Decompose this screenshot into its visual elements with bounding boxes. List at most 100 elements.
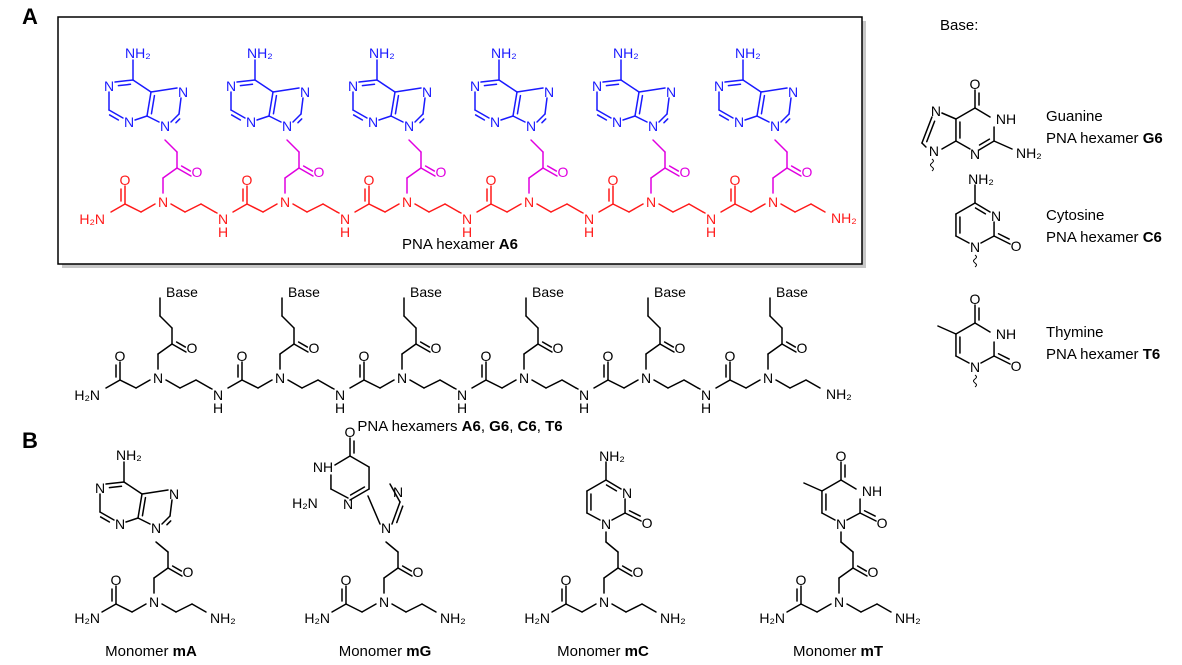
bond [720, 203, 736, 213]
cytosine-hexamer: PNA hexamer C6 [1046, 229, 1162, 246]
backbone-nitrogen: N [524, 194, 534, 210]
bond [531, 379, 547, 389]
bond [272, 87, 300, 93]
linker-oxygen: O [553, 340, 564, 356]
bond [780, 113, 790, 123]
bond [480, 79, 500, 83]
guanine-h2n: H₂N [292, 495, 318, 511]
bond [132, 79, 152, 93]
bond [697, 387, 701, 390]
guanine-hexamer: PNA hexamer G6 [1046, 130, 1163, 147]
bond [602, 79, 622, 83]
amide-nitrogen: N [457, 387, 467, 403]
monomer-amide-oxygen: O [111, 572, 122, 588]
adenine-n3: N [368, 114, 378, 130]
cytosine-name: Cytosine [1046, 207, 1104, 224]
bond [729, 379, 747, 389]
bond [257, 379, 273, 389]
bond [955, 202, 976, 215]
attachment-mark [929, 158, 934, 172]
generic-base-label: Base [288, 284, 320, 300]
bond [624, 512, 642, 522]
bond [724, 79, 744, 83]
bond [175, 603, 193, 613]
bond [155, 541, 169, 553]
bond [501, 379, 517, 389]
amide-nitrogen: N [218, 211, 228, 227]
bond [603, 567, 619, 579]
bond [146, 115, 160, 123]
bond [718, 114, 730, 121]
bond [993, 140, 1013, 150]
bond [175, 118, 181, 124]
bond [150, 87, 178, 93]
bond [774, 139, 788, 153]
bond [744, 115, 758, 121]
bond [620, 79, 640, 93]
amide-hydrogen: H [213, 400, 223, 416]
bond [391, 603, 407, 613]
bond [955, 235, 970, 244]
backbone-nitrogen: N [153, 370, 163, 386]
monomer-caption-prefix: Monomer [339, 643, 407, 660]
bond [131, 603, 147, 613]
linker-oxygen: O [558, 164, 569, 180]
bond [974, 207, 987, 215]
bond [287, 379, 303, 389]
bond [546, 165, 558, 172]
thymine-hexamer-code: T6 [1143, 346, 1161, 363]
cytosine-hexamer-code: C6 [1143, 229, 1162, 246]
bond [625, 603, 643, 613]
adenine-nh2: NH₂ [247, 45, 273, 61]
bond [140, 203, 156, 213]
adenine-nh2: NH₂ [125, 45, 151, 61]
bond [974, 107, 991, 118]
pyrimidine-oxygen-2: O [642, 515, 653, 531]
bond [652, 139, 666, 153]
adenine-n3: N [734, 114, 744, 130]
guanine-n3: N [970, 146, 980, 162]
bond [330, 488, 349, 499]
bond [227, 379, 243, 389]
bond [634, 115, 648, 123]
bond [980, 355, 995, 364]
adenine-n7: N [178, 84, 188, 100]
bond [622, 115, 636, 121]
guanine-n7: N [931, 103, 941, 119]
bond [937, 325, 957, 335]
bond [638, 94, 644, 115]
bond [176, 167, 192, 177]
adenine-n3: N [115, 516, 125, 532]
backbone-nitrogen: N [280, 194, 290, 210]
adenine-n3: N [490, 114, 500, 130]
monomer-caption-code: mG [406, 643, 431, 660]
bond [821, 479, 842, 492]
adenine-n3: N [124, 114, 134, 130]
adenine-n9: N [404, 118, 414, 134]
carbonyl-oxygen: O [237, 348, 248, 364]
bond [108, 114, 120, 121]
guanine-oxygen: O [970, 76, 981, 92]
bond [672, 203, 690, 213]
bond [256, 115, 270, 121]
bond [134, 115, 148, 121]
bond [272, 94, 278, 115]
bond [634, 91, 640, 117]
carbonyl-oxygen: O [608, 172, 619, 188]
bond [769, 315, 783, 329]
bond [683, 379, 699, 389]
bond [941, 112, 957, 120]
bond [790, 165, 802, 172]
thymine-oxygen-2: O [1011, 358, 1022, 374]
adenine-n9: N [770, 118, 780, 134]
hexamer-a6-caption: PNA hexamer A6 [402, 236, 518, 253]
bond [980, 235, 995, 244]
bond [110, 203, 126, 213]
terminal-h2n: H₂N [74, 387, 100, 403]
monomer-caption-prefix: Monomer [793, 643, 861, 660]
bond [605, 541, 619, 553]
backbone-nitrogen: N [158, 194, 168, 210]
bond [611, 512, 626, 521]
backbone-nitrogen: N [402, 194, 412, 210]
bond [476, 203, 492, 213]
